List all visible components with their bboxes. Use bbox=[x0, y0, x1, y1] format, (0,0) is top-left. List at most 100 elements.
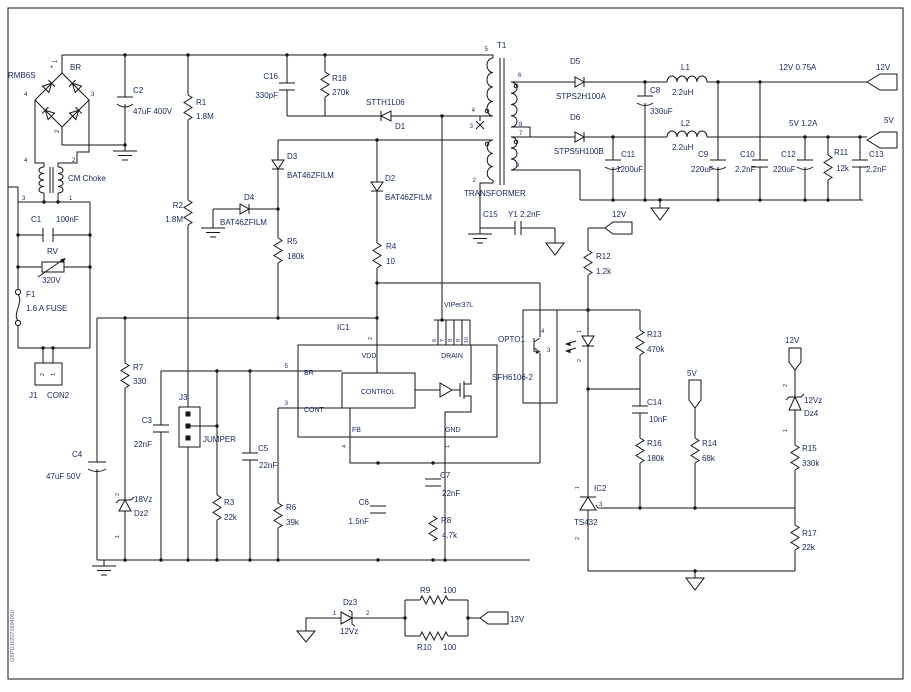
ic1-pin10-label: 10 bbox=[464, 337, 470, 343]
r8-value-label: 4.7k bbox=[442, 531, 458, 540]
c16-value-label: 330pF bbox=[255, 91, 278, 100]
r18-value-label: 270k bbox=[332, 88, 350, 97]
l1-ref-label: L1 bbox=[681, 63, 690, 72]
c12-value-label: 220uF bbox=[773, 165, 796, 174]
d1-ref-label: D1 bbox=[395, 122, 406, 131]
opto-pin4-label: 4 bbox=[541, 329, 545, 335]
inductor-l2 bbox=[666, 130, 708, 138]
page-border bbox=[7, 7, 904, 680]
source-flag-5v bbox=[688, 379, 702, 409]
r17-ref-label: R17 bbox=[802, 529, 817, 538]
c11-value-label: 1200uF bbox=[616, 165, 643, 174]
dz4-pin1-label: 1 bbox=[783, 429, 789, 432]
dz2-pin2-label: 2 bbox=[115, 493, 121, 496]
c13-ref-label: C13 bbox=[869, 150, 884, 159]
t1-ref-label: T1 bbox=[497, 41, 507, 50]
capacitor-c16 bbox=[279, 82, 295, 91]
diode-d5 bbox=[574, 76, 586, 88]
ic2-pin2-label: 2 bbox=[575, 537, 581, 540]
dz2-pin1-label: 1 bbox=[115, 535, 121, 538]
t1-pin2-label: 2 bbox=[473, 178, 477, 184]
t1-pin3-label: 3 bbox=[470, 124, 474, 130]
wires-ic1 bbox=[290, 319, 541, 560]
bridge-plus-label: + bbox=[50, 65, 54, 71]
rating-12v-label: 12V 0.75A bbox=[779, 63, 817, 72]
c9-ref-label: C9 bbox=[698, 150, 709, 159]
r14-ref-label: R14 bbox=[702, 439, 717, 448]
choke-pin3-label: 3 bbox=[22, 196, 26, 202]
c13-value-label: 2.2nF bbox=[866, 165, 887, 174]
r7-ref-label: R7 bbox=[133, 363, 144, 372]
r16-ref-label: R16 bbox=[647, 439, 662, 448]
ground-primary-c2 bbox=[113, 150, 137, 161]
choke-name-label: CM Choke bbox=[68, 174, 106, 183]
ic1-viper-symbol bbox=[297, 344, 498, 438]
r3-value-label: 22k bbox=[224, 513, 238, 522]
ic1-pin8-label: 8 bbox=[448, 339, 454, 342]
ic2-ref-label: IC2 bbox=[594, 484, 607, 493]
ic1-control-label: CONTROL bbox=[361, 389, 395, 396]
capacitor-c4 bbox=[87, 461, 107, 472]
transformer-t1-symbol bbox=[484, 57, 519, 185]
bridge-rectifier-symbol bbox=[34, 72, 90, 128]
opto-pin3-label: 3 bbox=[547, 348, 551, 354]
f1-ref-label: F1 bbox=[26, 290, 36, 299]
cm-choke-symbol bbox=[38, 166, 64, 194]
source-flag-12v-clamp bbox=[479, 611, 509, 625]
dz3-value-label: 12Vz bbox=[340, 627, 358, 636]
l1-value-label: 2.2uH bbox=[672, 88, 694, 97]
d4-ref-label: D4 bbox=[244, 193, 255, 202]
ic1-part-label: VIPer37L bbox=[444, 302, 473, 309]
diode-d4 bbox=[239, 203, 251, 215]
d6-ref-label: D6 bbox=[570, 113, 581, 122]
j3-ref-label: J3 bbox=[179, 393, 188, 402]
bridge-pin1-label: 1 bbox=[53, 59, 59, 63]
d5-value-label: STPS2H100A bbox=[556, 92, 606, 101]
c6-value-label: 1.5nF bbox=[349, 517, 370, 526]
shunt-ref-ts432 bbox=[579, 496, 597, 511]
t1-pin6-label: 6 bbox=[518, 73, 522, 79]
ground-primary-d4 bbox=[201, 227, 225, 238]
optocoupler-symbol bbox=[522, 309, 595, 404]
r17-value-label: 22k bbox=[802, 543, 816, 552]
inductor-l1 bbox=[666, 75, 708, 83]
c4-ref-label: C4 bbox=[72, 450, 83, 459]
zener-dz3 bbox=[340, 609, 356, 627]
c2-value-label: 47uF 400V bbox=[133, 107, 173, 116]
r7-value-label: 330 bbox=[133, 377, 147, 386]
ic1-gnd-label: GND bbox=[445, 427, 461, 434]
r4-value-label: 10 bbox=[386, 257, 395, 266]
r9-value-label: 100 bbox=[443, 586, 457, 595]
zener-dz4 bbox=[785, 393, 805, 411]
r15-value-label: 330k bbox=[802, 459, 820, 468]
resistor-r17 bbox=[790, 524, 800, 551]
capacitor-c7 bbox=[425, 478, 441, 487]
r16-value-label: 180k bbox=[647, 454, 665, 463]
r14-value-label: 68k bbox=[702, 454, 716, 463]
pin3-nc-x bbox=[475, 120, 485, 130]
d3-value-label: BAT46ZFILM bbox=[287, 171, 334, 180]
c2-ref-label: C2 bbox=[133, 86, 144, 95]
c3-ref-label: C3 bbox=[142, 416, 153, 425]
resistor-r15 bbox=[790, 444, 800, 471]
resistor-r14 bbox=[690, 437, 700, 464]
side-doc-text: GBPD119071694050 bbox=[10, 610, 16, 662]
c4-value-label: 47uF 50V bbox=[46, 472, 81, 481]
r6-value-label: 39k bbox=[286, 518, 300, 527]
r11-value-label: 12k bbox=[836, 164, 850, 173]
wires-ac-input bbox=[7, 100, 91, 363]
c8-value-label: 330uF bbox=[650, 107, 673, 116]
bridge-pin3-label: 3 bbox=[91, 92, 95, 98]
capacitor-c10 bbox=[752, 159, 768, 168]
dz3-pin1-label: 1 bbox=[333, 611, 337, 617]
r9-ref-label: R9 bbox=[420, 586, 431, 595]
ic2-pin3-label: 3 bbox=[599, 502, 603, 508]
ground-secondary-c15 bbox=[545, 242, 565, 256]
j1-value-label: CON2 bbox=[47, 391, 70, 400]
bridge-pin4-label: 4 bbox=[24, 92, 28, 98]
r2-value-label: 1.8M bbox=[165, 215, 183, 224]
junction-dots bbox=[16, 53, 862, 620]
d1-name-label: STTH1L06 bbox=[366, 98, 405, 107]
c5-ref-label: C5 bbox=[258, 444, 269, 453]
